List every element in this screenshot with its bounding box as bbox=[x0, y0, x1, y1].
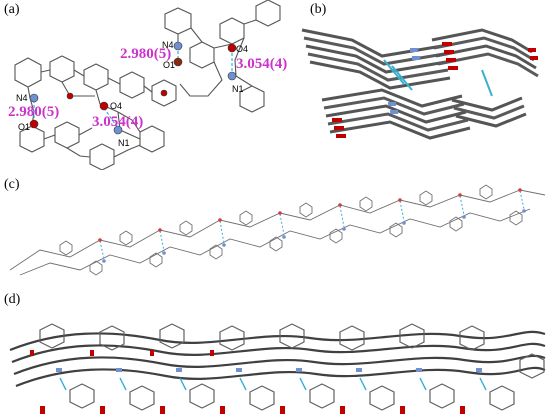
atom-label-top-n1: N1 bbox=[232, 84, 244, 94]
panel-c-chain-drawing bbox=[9, 184, 546, 276]
atom-label-top-n4: N4 bbox=[162, 40, 174, 50]
panel-c-label: (c) bbox=[4, 177, 20, 192]
panel-a: (a) bbox=[0, 0, 290, 170]
panel-a-molecule-drawing bbox=[14, 0, 281, 170]
panel-d: (d) bbox=[0, 290, 550, 420]
distance-label-top-o4-n1: 3.054(4) bbox=[236, 56, 288, 72]
atom-label-top-o1: O1 bbox=[163, 60, 176, 70]
atom-label-left-o1: O1 bbox=[18, 122, 31, 132]
atom-label-left-n1: N1 bbox=[118, 138, 130, 148]
distance-label-left-o4-n1: 3.054(4) bbox=[92, 114, 144, 130]
distance-label-top-o1-n4: 2.980(5) bbox=[120, 46, 172, 62]
panel-d-label: (d) bbox=[4, 292, 21, 307]
panel-d-packing-drawing bbox=[9, 323, 546, 414]
atom-label-top-o4: O4 bbox=[236, 44, 249, 54]
atom-label-left-o4: O4 bbox=[110, 101, 123, 111]
atom-label-left-n4: N4 bbox=[16, 93, 28, 103]
panel-b: (b) bbox=[292, 0, 550, 160]
distance-label-left-o1-n4: 2.980(5) bbox=[8, 104, 60, 120]
panel-c: (c) bbox=[0, 175, 550, 285]
panel-b-label: (b) bbox=[310, 2, 327, 17]
panel-a-label: (a) bbox=[4, 2, 20, 17]
panel-b-packing-drawing bbox=[301, 28, 539, 140]
